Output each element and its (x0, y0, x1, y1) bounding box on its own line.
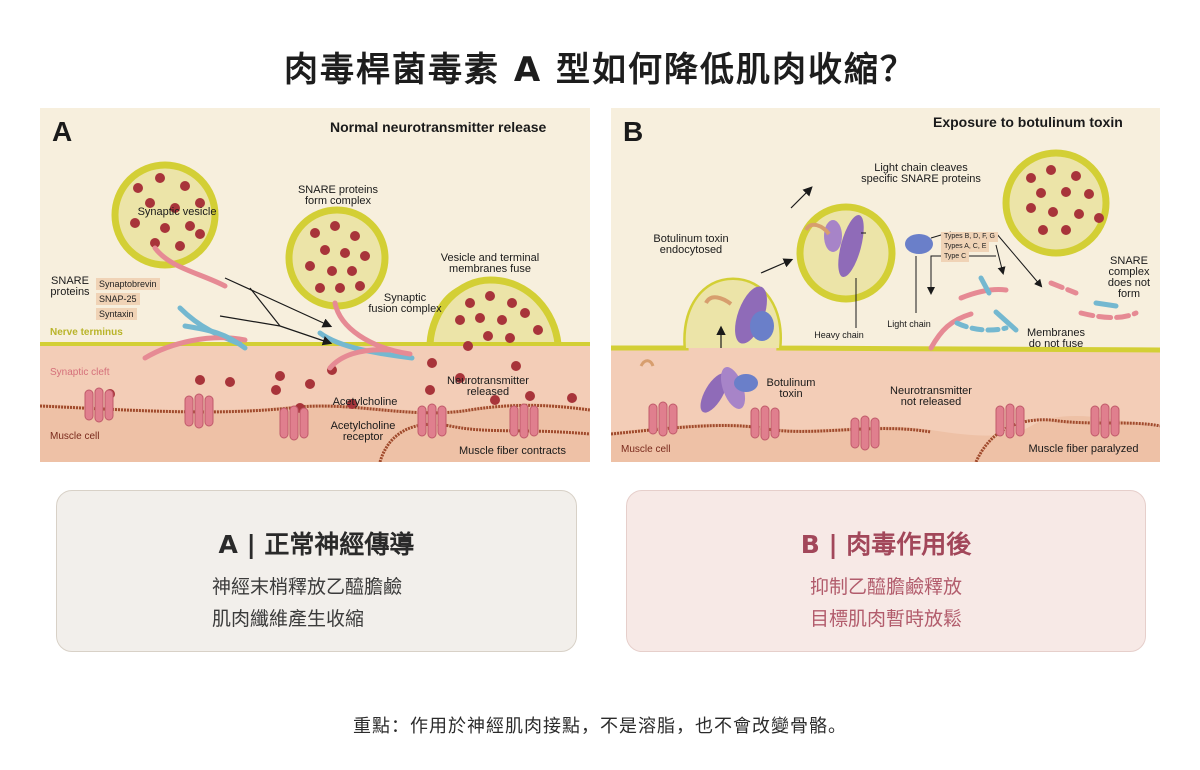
card-line: 抑制乙醯膽鹼釋放 (809, 576, 962, 598)
label-type-c: Type C (941, 252, 970, 262)
label-botulinum-toxin: Botulinum toxin (766, 377, 816, 400)
label-snare-proteins: SNARE proteins (50, 275, 90, 298)
key-point-footnote: 重點：作用於神經肌肉接點，不是溶脂，也不會改變骨骼。 (353, 716, 847, 737)
panel-heading: Normal neurotransmitter release (330, 119, 547, 135)
label-neurotransmitter-released: Neurotransmitter released (447, 375, 529, 398)
panel-b-illustration (611, 149, 1160, 462)
card-title: B | 肉毒作用後 (800, 530, 972, 559)
panel-heading: Exposure to botulinum toxin (933, 114, 1123, 130)
label-synaptic-vesicle: Synaptic vesicle (137, 206, 217, 218)
acetylcholine-receptors (84, 387, 539, 441)
card-lines: 抑制乙醯膽鹼釋放 目標肌肉暫時放鬆 (627, 571, 1145, 635)
label-nerve-terminus: Nerve terminus (50, 327, 123, 338)
label-synaptobrevin: Synaptobrevin (96, 278, 160, 290)
label-membranes-not-fuse: Membranes do not fuse (1026, 327, 1086, 350)
label-acetylcholine: Acetylcholine (332, 396, 398, 408)
page-title: 肉毒桿菌毒素 A 型如何降低肌肉收縮？ (284, 50, 916, 90)
synaptic-vesicle (1002, 149, 1110, 257)
panel-a-illustration (40, 161, 590, 462)
light-chain-molecule (750, 311, 774, 341)
label-heavy-chain: Heavy chain (814, 330, 864, 340)
card-normal-conduction: A | 正常神經傳導 神經末梢釋放乙醯膽鹼 肌肉纖維產生收縮 (56, 490, 577, 652)
label-muscle-cell: Muscle cell (621, 444, 671, 455)
light-chain-free (905, 234, 933, 254)
panel-normal-release: A Normal neurotransmitter release Synapt… (40, 108, 590, 462)
label-vesicle-fuse: Vesicle and terminal membranes fuse (440, 252, 540, 275)
muscle-cell-area (40, 403, 590, 462)
fused-vesicle (426, 276, 562, 345)
label-light-chain: Light chain (887, 319, 931, 329)
label-light-chain-cleaves: Light chain cleaves specific SNARE prote… (861, 162, 981, 185)
label-types-ace: Types A, C, E (941, 242, 990, 252)
label-snare-form-complex: SNARE proteins form complex (297, 184, 379, 207)
card-title: A | 正常神經傳導 (218, 530, 415, 559)
label-syntaxin: Syntaxin (96, 308, 137, 320)
panel-botulinum-exposure: B Exposure to botulinum toxin Light chai… (611, 108, 1160, 462)
card-line: 肌肉纖維產生收縮 (212, 608, 365, 630)
card-after-botulinum: B | 肉毒作用後 抑制乙醯膽鹼釋放 目標肌肉暫時放鬆 (626, 490, 1146, 652)
card-lines: 神經末梢釋放乙醯膽鹼 肌肉纖維產生收縮 (212, 571, 402, 635)
neurotransmitter-dots (105, 173, 577, 413)
label-toxin-endocytosed: Botulinum toxin endocytosed (653, 233, 729, 256)
label-not-released: Neurotransmitter not released (890, 385, 972, 408)
card-line: 神經末梢釋放乙醯膽鹼 (212, 576, 403, 598)
label-synaptic-fusion-complex: Synaptic fusion complex (368, 292, 442, 315)
label-acetylcholine-receptor: Acetylcholine receptor (330, 420, 396, 443)
label-muscle-cell: Muscle cell (50, 431, 100, 442)
label-synaptic-cleft: Synaptic cleft (50, 367, 110, 378)
label-types-bdfg: Types B, D, F, G (941, 232, 998, 242)
panel-letter: A (52, 116, 73, 147)
panel-letter: B (623, 116, 644, 147)
label-snap25: SNAP-25 (96, 293, 140, 305)
label-muscle-paralyzed: Muscle fiber paralyzed (1028, 443, 1139, 455)
label-muscle-contracts: Muscle fiber contracts (459, 445, 566, 457)
heavy-chain-molecule (735, 286, 767, 344)
card-line: 目標肌肉暫時放鬆 (809, 608, 962, 630)
label-snare-not-form: SNARE complex does not form (1107, 255, 1151, 300)
